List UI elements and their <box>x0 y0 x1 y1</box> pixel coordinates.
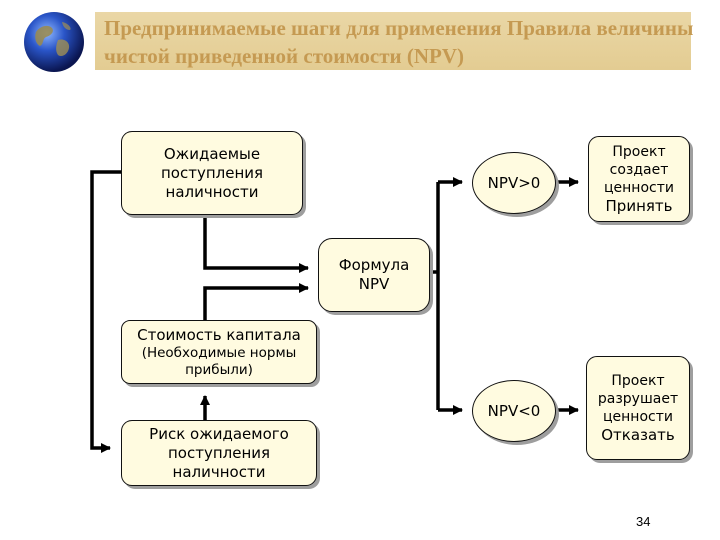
accept-line-1: Проект <box>612 143 666 160</box>
risk-line-3: наличности <box>172 462 266 481</box>
npv-formula-box: Формула NPV <box>318 238 430 312</box>
accept-line-3: ценности <box>604 179 674 196</box>
title-band <box>95 12 691 70</box>
risk-line-2: поступления <box>167 443 271 462</box>
slide-title: Предпринимаемые шаги для применения Прав… <box>104 16 694 68</box>
reject-project-box: Проект разрушает ценности Отказать <box>586 356 690 460</box>
npv-negative-label: NPV<0 <box>487 402 541 420</box>
npv-positive-label: NPV>0 <box>487 174 541 192</box>
npv-negative-oval: NPV<0 <box>472 380 556 442</box>
formula-line-1: Формула <box>338 256 410 274</box>
cash-flows-line-2: поступления <box>160 163 264 182</box>
globe-logo <box>24 12 84 72</box>
reject-line-2: разрушает <box>597 390 679 407</box>
cost-of-capital-sub-1: (Необходимые нормы <box>141 344 297 361</box>
reject-line-1: Проект <box>611 372 665 389</box>
page-number: 34 <box>636 514 651 529</box>
accept-decision: Принять <box>605 196 673 215</box>
cash-flow-risk-box: Риск ожидаемого поступления наличности <box>121 420 317 486</box>
cash-flows-line-1: Ожидаемые <box>163 144 261 163</box>
reject-decision: Отказать <box>601 425 675 444</box>
cash-flows-line-3: наличности <box>165 182 259 201</box>
risk-line-1: Риск ожидаемого <box>149 424 289 443</box>
accept-line-2: создает <box>609 161 669 178</box>
accept-project-box: Проект создает ценности Принять <box>588 136 690 222</box>
expected-cash-flows-box: Ожидаемые поступления наличности <box>121 131 303 215</box>
formula-line-2: NPV <box>358 275 390 293</box>
npv-positive-oval: NPV>0 <box>472 152 556 214</box>
cost-of-capital-box: Стоимость капитала (Необходимые нормы пр… <box>121 320 317 384</box>
reject-line-3: ценности <box>603 408 673 425</box>
cost-of-capital-title: Стоимость капитала <box>137 325 301 344</box>
cost-of-capital-sub-2: прибыли) <box>185 361 253 378</box>
